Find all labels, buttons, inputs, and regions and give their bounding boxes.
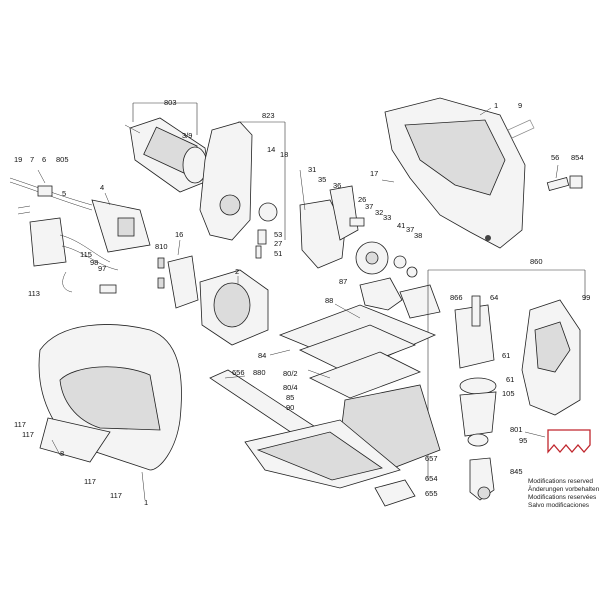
label-1-top: 1 xyxy=(494,101,498,110)
label-35: 35 xyxy=(318,175,326,184)
label-8: 8 xyxy=(60,449,64,458)
label-1-bottom: 1 xyxy=(144,498,148,507)
label-53: 53 xyxy=(274,230,282,239)
label-16: 16 xyxy=(175,230,183,239)
label-80-2: 80/2 xyxy=(283,369,298,378)
leader-lines xyxy=(37,107,559,501)
armature-803 xyxy=(124,117,211,193)
label-80-4: 80/4 xyxy=(283,383,298,392)
label-32: 32 xyxy=(375,208,383,217)
label-9: 9 xyxy=(518,101,522,110)
label-845: 845 xyxy=(510,467,523,476)
label-97: 97 xyxy=(98,264,106,273)
label-33: 33 xyxy=(383,213,391,222)
label-84: 84 xyxy=(258,351,266,360)
field-stator-2 xyxy=(157,255,269,346)
label-87: 87 xyxy=(339,277,347,286)
gear-housing-823 xyxy=(199,121,278,259)
label-117-c: 117 xyxy=(84,477,96,486)
label-36: 36 xyxy=(333,181,341,190)
label-61b: 61 xyxy=(506,375,514,384)
label-56: 56 xyxy=(551,153,559,162)
label-803: 803 xyxy=(164,98,177,107)
note-spanish: Salvo modificaciones xyxy=(528,502,590,509)
label-17: 17 xyxy=(370,169,378,178)
label-37b: 37 xyxy=(406,225,414,234)
label-19: 19 xyxy=(14,155,22,164)
label-117-b: 117 xyxy=(22,430,34,439)
pendulum-lever-87 xyxy=(359,277,441,319)
label-117-a: 117 xyxy=(14,420,26,429)
label-105: 105 xyxy=(502,389,515,398)
plunger-guide-group xyxy=(427,269,586,501)
label-823: 823 xyxy=(262,111,275,120)
label-656: 656 xyxy=(232,368,245,377)
label-117-d: 117 xyxy=(110,491,122,500)
label-801: 801 xyxy=(510,425,523,434)
label-3-9: 3/9 xyxy=(182,131,192,140)
label-854: 854 xyxy=(571,153,584,162)
label-37a: 37 xyxy=(365,202,373,211)
label-2: 2 xyxy=(235,267,239,276)
label-31: 31 xyxy=(308,165,316,174)
note-german: Änderungen vorbehalten xyxy=(528,486,600,493)
label-51: 51 xyxy=(274,249,282,258)
main-housing-1 xyxy=(384,97,583,249)
label-5: 5 xyxy=(62,189,66,198)
saw-blade-95 xyxy=(547,429,591,454)
label-654: 654 xyxy=(425,474,438,483)
label-810: 810 xyxy=(155,242,168,251)
label-115: 115 xyxy=(80,250,92,259)
label-64: 64 xyxy=(490,293,498,302)
label-38: 38 xyxy=(414,231,422,240)
label-95: 95 xyxy=(519,436,527,445)
note-english: Modifications reserved xyxy=(528,478,594,485)
label-113: 113 xyxy=(28,289,40,298)
label-4: 4 xyxy=(100,183,104,192)
part-number-labels: 803 3/9 823 14 18 53 27 51 19 7 6 805 5 … xyxy=(14,98,590,507)
label-26: 26 xyxy=(358,195,366,204)
label-6: 6 xyxy=(42,155,46,164)
label-99: 99 xyxy=(582,293,590,302)
label-88: 88 xyxy=(325,296,333,305)
label-655: 655 xyxy=(425,489,438,498)
modification-notes: Modifications reserved Änderungen vorbeh… xyxy=(528,478,600,510)
guard-801 xyxy=(521,299,581,416)
label-41: 41 xyxy=(397,221,405,230)
gear-train xyxy=(299,185,418,278)
label-18: 18 xyxy=(280,150,288,159)
note-french: Modifications reservées xyxy=(528,494,597,501)
label-7: 7 xyxy=(30,155,34,164)
label-866: 866 xyxy=(450,293,463,302)
label-27: 27 xyxy=(274,239,282,248)
label-14: 14 xyxy=(267,145,275,154)
label-61a: 61 xyxy=(502,351,510,360)
extraction-adapter-656 xyxy=(209,369,416,507)
label-860: 860 xyxy=(530,257,543,266)
switch-assembly xyxy=(9,177,151,294)
label-657: 657 xyxy=(425,454,438,463)
label-805: 805 xyxy=(56,155,69,164)
label-90: 90 xyxy=(286,403,294,412)
label-98: 98 xyxy=(90,258,98,267)
label-85: 85 xyxy=(286,393,294,402)
housing-shell-1 xyxy=(38,324,182,471)
label-880: 880 xyxy=(253,368,266,377)
